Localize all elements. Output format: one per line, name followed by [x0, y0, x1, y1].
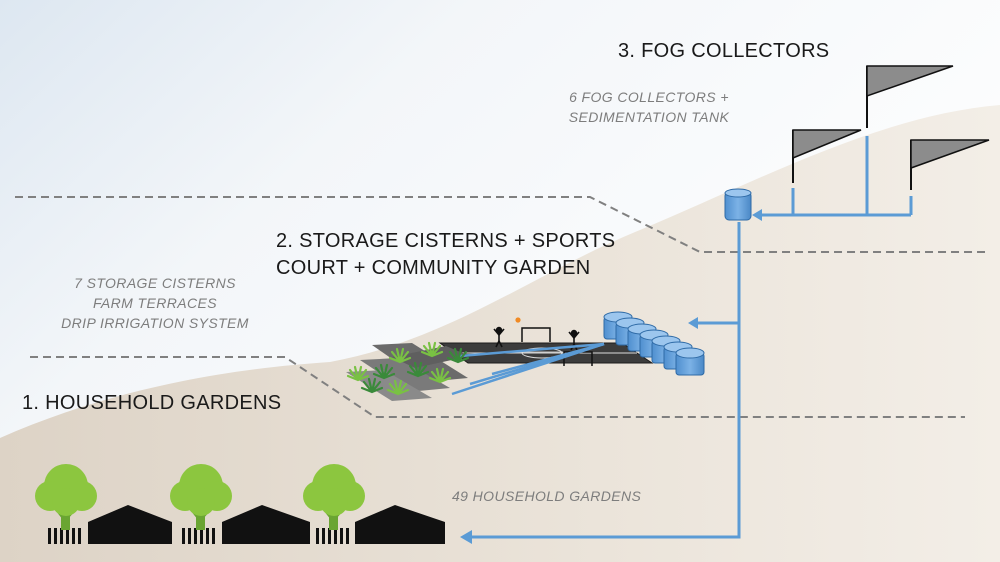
terrace-plants — [346, 341, 470, 396]
house — [88, 505, 172, 544]
person-figure — [493, 326, 505, 348]
fog-collector-flag — [910, 139, 990, 190]
household-gardens-row — [35, 464, 445, 544]
zone-2-title-line: 2. STORAGE CISTERNS + SPORTS — [276, 230, 616, 252]
storage-cistern — [675, 347, 705, 376]
zone-3-title: 3. FOG COLLECTORS — [618, 40, 830, 62]
tree — [170, 464, 232, 530]
zone-3-details: 6 FOG COLLECTORS + SEDIMENTATION TANK — [556, 87, 742, 127]
zone-2-detail-line: 7 STORAGE CISTERNS — [74, 275, 236, 291]
zone-1-title: 1. HOUSEHOLD GARDENS — [22, 392, 282, 414]
fog-collectors — [792, 65, 990, 190]
tree — [303, 464, 365, 530]
zone-2-details: 7 STORAGE CISTERNS FARM TERRACES DRIP IR… — [50, 273, 260, 333]
fog-collector-flag — [866, 65, 954, 128]
flow-arrowheads — [460, 209, 762, 544]
zone-2-detail-line: FARM TERRACES — [93, 295, 217, 311]
fog-collector-flag — [792, 129, 862, 183]
storage-cisterns — [603, 311, 705, 376]
zone-3-detail-line: 6 FOG COLLECTORS + — [569, 89, 729, 105]
tree — [35, 464, 97, 530]
zone-2-title-line: COURT + COMMUNITY GARDEN — [276, 257, 591, 279]
fence — [48, 528, 349, 544]
house — [222, 505, 310, 544]
farm-terraces — [346, 343, 470, 401]
zone-2-detail-line: DRIP IRRIGATION SYSTEM — [61, 315, 249, 331]
sedimentation-tank — [724, 188, 752, 221]
zone-3-detail-line: SEDIMENTATION TANK — [568, 109, 730, 125]
drip-irrigation — [451, 342, 605, 396]
zone-divider-upper — [15, 196, 985, 253]
zone-2-title: 2. STORAGE CISTERNS + SPORTS COURT + COM… — [276, 228, 615, 282]
house — [355, 505, 445, 544]
water-pipes — [470, 136, 913, 539]
zone-1-details: 49 HOUSEHOLD GARDENS — [452, 488, 642, 504]
soccer-goal — [521, 327, 551, 342]
ball — [515, 317, 521, 323]
